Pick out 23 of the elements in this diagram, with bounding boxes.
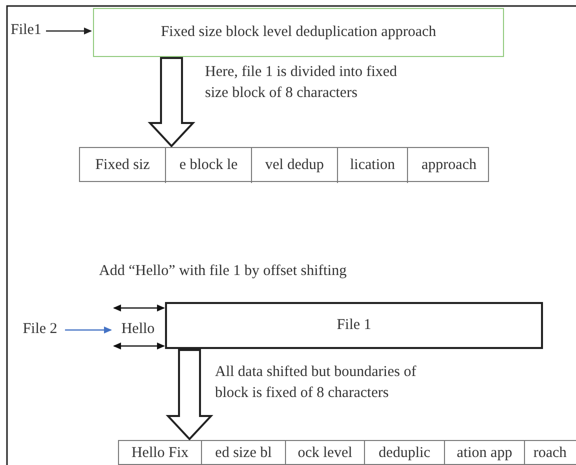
table-cell: lication [337,148,407,183]
node-label: Hello [113,318,163,340]
table-cell: ock level [285,441,364,465]
table-cell: ation app [444,441,524,465]
block-row [79,147,489,182]
table-cell: ed size bl [201,441,285,465]
file-box: File 1 [165,302,543,349]
note-text: Add “Hello” with file 1 by offset shifting [99,263,347,280]
arrow [65,326,112,334]
table-cell: roach [524,441,575,465]
table-cell: e block le [165,148,251,183]
table-cell: Fixed siz [80,148,165,183]
table-cell: approach [407,148,490,183]
process-box: Fixed size block level deduplication approach [93,8,504,57]
block-arrow [148,57,196,148]
node-label: File 2 [17,318,63,340]
block-row [118,440,576,465]
table-cell: deduplic [364,441,444,465]
block-arrow [166,349,214,440]
node-label: File1 [8,20,44,40]
table-cell: Hello Fix [119,441,201,465]
table-cell: vel dedup [251,148,337,183]
arrow [46,28,92,34]
